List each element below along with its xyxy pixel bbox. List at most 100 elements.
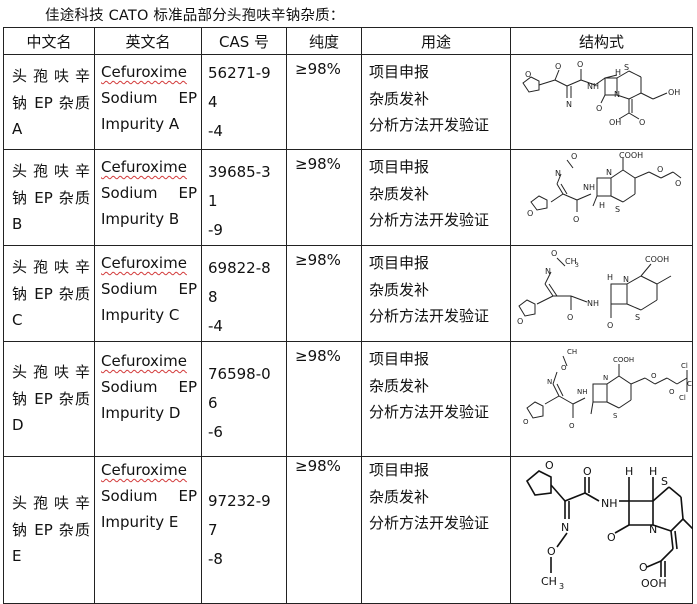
structure-image-c: O CH 3 N O O NH H N COOH S O [517, 249, 672, 330]
atom-label: O [607, 321, 613, 330]
cas-number: 39685-31 [208, 163, 271, 210]
usage-item: 项目申报 [369, 254, 430, 272]
atom-label: N [614, 90, 620, 99]
impurity-table: 中文名 英文名 CAS 号 纯度 用途 结构式 头孢呋辛 钠 EP 杂质 A C… [3, 27, 693, 604]
atom-label: N [547, 378, 552, 386]
atom-label: O [675, 179, 681, 188]
cn-name-line: A [12, 120, 23, 138]
en-name-word: EP [178, 184, 197, 202]
atom-label: H [649, 465, 657, 478]
atom-label: H [607, 273, 613, 282]
atom-label: N [555, 169, 561, 178]
atom-label: O [651, 372, 657, 380]
header-usage: 用途 [361, 27, 511, 55]
cn-name-line: B [12, 215, 23, 233]
cas-number: -6 [208, 423, 223, 441]
atom-label: COOH [645, 255, 669, 264]
en-name-word: Sodium [101, 184, 158, 202]
cn-name-line: 头孢呋辛 [12, 494, 90, 513]
cas-number: -9 [208, 221, 223, 239]
atom-label: CH [565, 257, 577, 266]
atom-label: CH [567, 348, 577, 356]
cas-number: 56271-94 [208, 63, 271, 111]
atom-label: Cl [687, 380, 693, 388]
en-name-word: Impurity E [101, 513, 179, 531]
usage-item: 杂质发补 [369, 89, 430, 108]
en-name-word: Cefuroxime [101, 461, 187, 479]
atom-label: O [561, 364, 567, 372]
atom-label: Cl [679, 394, 686, 402]
en-name-word: Impurity A [101, 115, 180, 133]
atom-label: COOH [613, 356, 634, 364]
structure-cell: O N O O NH N COOH S H O O [510, 149, 693, 246]
en-name-word: Sodium [101, 280, 158, 298]
en-name-cell: Cefuroxime Sodium EP Impurity B [94, 149, 202, 246]
cas-cell: 76598-06 -6 [201, 341, 287, 457]
atom-label: NH [587, 82, 599, 91]
usage-item: 杂质发补 [369, 184, 430, 203]
atom-label: N [545, 267, 551, 276]
atom-label: O [571, 152, 577, 161]
structure-cell: O CH 3 N O O NH H N COOH S O [510, 245, 693, 342]
en-name-word: Cefuroxime [101, 63, 187, 81]
atom-label: CH [541, 575, 557, 588]
cn-name-cell: 头孢呋辛 钠 EP 杂质 C [3, 245, 95, 342]
table-header-row: 中文名 英文名 CAS 号 纯度 用途 结构式 [3, 27, 693, 55]
en-name-word: Cefuroxime [101, 254, 187, 272]
usage-cell: 项目申报 杂质发补 分析方法开发验证 [361, 456, 511, 604]
atom-label: O [607, 531, 616, 544]
atom-label: NH [587, 299, 599, 308]
usage-item: 分析方法开发验证 [369, 403, 490, 421]
header-cas: CAS 号 [201, 27, 287, 55]
cn-name-line: 头孢呋辛 [12, 162, 90, 180]
atom-label: N [623, 275, 629, 284]
cn-name-line: 钠 EP 杂质 [12, 520, 90, 539]
atom-label: S [624, 63, 629, 72]
atom-label: 3 [575, 262, 579, 269]
atom-label: O [545, 459, 554, 472]
atom-label: O [639, 118, 645, 127]
usage-item: 项目申报 [369, 350, 430, 368]
purity-cell: ≥98% [286, 149, 362, 246]
en-name-word: Sodium [101, 378, 158, 396]
cn-name-line: E [12, 547, 22, 566]
atom-label: OOH [641, 577, 667, 590]
structure-cell: CH O N O O NH N COOH S O O Cl Cl Cl [510, 341, 693, 457]
atom-label: O [527, 209, 533, 218]
atom-label: N [649, 523, 657, 536]
structure-image-b: O N O O NH N COOH S H O O [527, 151, 682, 224]
usage-cell: 项目申报 杂质发补 分析方法开发验证 [361, 245, 511, 342]
cas-cell: 39685-31 -9 [201, 149, 287, 246]
cas-number: 76598-06 [208, 365, 271, 412]
usage-cell: 项目申报 杂质发补 分析方法开发验证 [361, 54, 511, 150]
atom-label: O [573, 215, 579, 224]
cn-name-cell: 头孢呋辛 钠 EP 杂质 B [3, 149, 95, 246]
cn-name-line: C [12, 311, 23, 329]
cas-cell: 69822-88 -4 [201, 245, 287, 342]
atom-label: Cl [681, 362, 688, 370]
header-purity: 纯度 [286, 27, 362, 55]
atom-label: COOH [619, 151, 643, 160]
purity-cell: ≥98% [286, 54, 362, 150]
cn-name-line: 钠 EP 杂质 [12, 188, 90, 207]
en-name-word: Cefuroxime [101, 158, 187, 176]
atom-label: NH [577, 388, 588, 396]
atom-label: OH [609, 118, 621, 127]
cas-number: 69822-88 [208, 259, 271, 306]
en-name-word: EP [178, 280, 197, 298]
atom-label: S [635, 313, 640, 322]
atom-label: O [525, 70, 531, 79]
atom-label: S [661, 475, 668, 488]
usage-item: 分析方法开发验证 [369, 307, 490, 325]
atom-label: S [615, 205, 620, 214]
header-en-name: 英文名 [94, 27, 202, 55]
table-row: 头孢呋辛 钠 EP 杂质 B Cefuroxime Sodium EP Impur… [3, 149, 693, 246]
en-name-word: Impurity B [101, 210, 180, 228]
atom-label: O [657, 165, 663, 174]
atom-label: 3 [559, 582, 564, 591]
